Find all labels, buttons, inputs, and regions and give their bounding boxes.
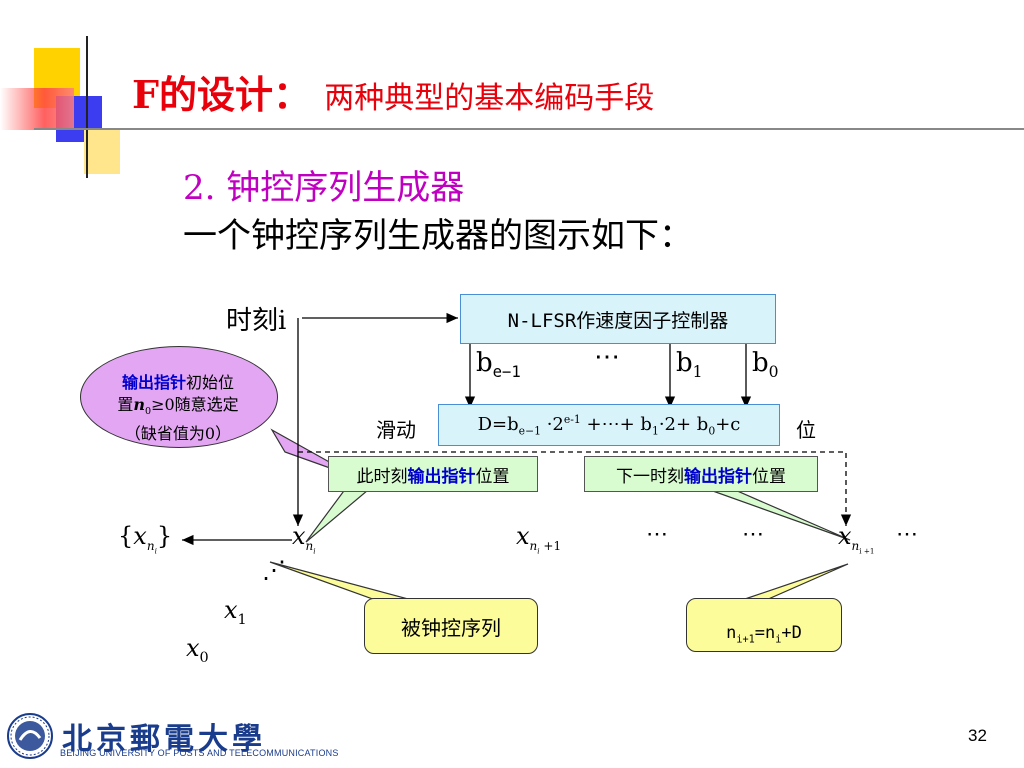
callout-line1: 输出指针初始位 (92, 372, 264, 394)
university-name-en: BEIJING UNIVERSITY OF POSTS AND TELECOMM… (60, 748, 339, 758)
formula-p4: ·2+ b (658, 413, 709, 435)
nf-c: +D (781, 622, 802, 643)
slide-title: F的设计： 两种典型的基本编码手段 (132, 64, 654, 119)
x-nip1-x: x (838, 522, 852, 550)
x-ni-plus-1: xni +1 (838, 522, 874, 555)
x0-x: x (186, 634, 200, 662)
b-e1-label: be−1 (476, 348, 521, 381)
seq-subsub: i (154, 546, 157, 556)
b-1-text: b (676, 348, 693, 378)
current-box-b: 输出指针 (407, 466, 476, 487)
next-box-a: 下一时刻 (616, 466, 684, 487)
callout-line2-a: 置 (117, 395, 134, 414)
b-e1-text: b (476, 348, 493, 378)
current-box-c: 位置 (475, 466, 510, 487)
shift-label: 位 (796, 418, 816, 442)
callout-line2-b: ≥0随意选定 (151, 395, 239, 414)
formula-p1: D=b (477, 413, 519, 435)
section-subheading: 一个钟控序列生成器的图示如下： (183, 216, 693, 256)
x1-sub: 1 (237, 611, 247, 628)
dots-3: ⋯ (896, 522, 918, 547)
university-name-cn: 北京郵電大學 (62, 722, 266, 757)
page-number: 32 (968, 726, 987, 745)
b-0-sub: 0 (768, 363, 779, 382)
callout-line1-a: 输出指针 (121, 373, 186, 392)
x1-x: x (224, 596, 238, 624)
formula-p1-sub: e−1 (518, 424, 541, 438)
callout-line2: 置n0≥0随意选定 (92, 394, 264, 423)
formula-box: D=be−1 ·2e-1 +⋯+ b1·2+ b0+c (438, 404, 780, 446)
dots-top: ⋯ (594, 342, 620, 372)
x-0: x0 (186, 634, 209, 666)
vdots: ⋰ (262, 556, 286, 584)
nf-a-sub: i+1 (736, 634, 755, 645)
nf-b-sub: i (775, 634, 782, 645)
x-ni1-sub: n (529, 538, 538, 553)
b-0-text: b (752, 348, 769, 378)
formula-p3: +⋯+ b (580, 413, 652, 435)
b-0-label: b0 (752, 348, 779, 381)
callout-pointer (80, 346, 278, 448)
clocked-sequence-box: 被钟控序列 (364, 598, 538, 654)
x-ni1-subsub: i (537, 546, 540, 556)
next-formula-text: ni+1=ni+D (726, 623, 802, 645)
seq-open: { (118, 522, 134, 550)
x-ni1-plus: +1 (539, 538, 562, 553)
university-logo-icon (7, 713, 53, 759)
dots-2: ⋯ (742, 522, 764, 547)
seq-close: } (156, 522, 173, 550)
current-pointer-box: 此时刻输出指针位置 (328, 456, 538, 492)
x-ni: xni (292, 522, 316, 555)
x0-sub: 0 (199, 649, 209, 666)
x-ni-subsub: i (313, 546, 316, 556)
x-ni-sub: n (305, 538, 314, 553)
x-nip1-subsub: i +1 (859, 546, 875, 556)
pointer-dashed-arrow (298, 451, 852, 526)
b-e1-sub: e−1 (492, 363, 521, 382)
clocked-label: 被钟控序列 (401, 615, 501, 640)
nf-b: =n (754, 622, 776, 643)
time-label: 时刻i (226, 306, 287, 336)
seq-output: {xni} (118, 522, 172, 555)
dots-1: ⋯ (646, 522, 668, 547)
callout-line1-b: 初始位 (186, 373, 235, 392)
callout-next-formula-tail (741, 563, 849, 601)
formula-p5: +c (715, 413, 741, 435)
x-nip1-sub: n (851, 538, 860, 553)
current-box-a: 此时刻 (356, 466, 408, 487)
formula-p2-sup: e-1 (563, 412, 581, 426)
title-main: F的设计： (132, 72, 311, 117)
x-1: x1 (224, 596, 247, 628)
slide-label: 滑动 (376, 418, 416, 442)
seq-sub: n (146, 538, 155, 553)
callout-line3: （缺省值为0） (124, 424, 232, 444)
next-box-b: 输出指针 (684, 466, 752, 487)
nf-a: n (726, 622, 737, 643)
formula-p4-sub: 0 (708, 424, 716, 438)
formula-p2: ·2 (540, 413, 564, 435)
x-ni-1: xni +1 (516, 522, 561, 555)
section-heading: 2. 钟控序列生成器 (183, 168, 465, 208)
seq-x: x (133, 522, 147, 550)
callout-line2-sub: 0 (144, 406, 152, 418)
formula-text: D=be−1 ·2e-1 +⋯+ b1·2+ b0+c (478, 413, 741, 438)
b-1-sub: 1 (692, 363, 703, 382)
formula-p3-sub: 1 (651, 424, 659, 438)
b-1-label: b1 (676, 348, 703, 381)
x-ni1-x: x (516, 522, 530, 550)
next-box-c: 位置 (752, 466, 786, 487)
callout-line2-n: n (133, 395, 145, 414)
next-pointer-box: 下一时刻输出指针位置 (584, 456, 818, 492)
x-ni-x: x (292, 522, 306, 550)
next-formula-box: ni+1=ni+D (686, 598, 842, 652)
callout-pointer-text: 输出指针初始位 置n0≥0随意选定 （缺省值为0） (92, 372, 264, 445)
controller-box: N-LFSR作速度因子控制器 (460, 294, 776, 344)
title-sub: 两种典型的基本编码手段 (324, 81, 655, 116)
controller-label: N-LFSR作速度因子控制器 (507, 309, 729, 332)
